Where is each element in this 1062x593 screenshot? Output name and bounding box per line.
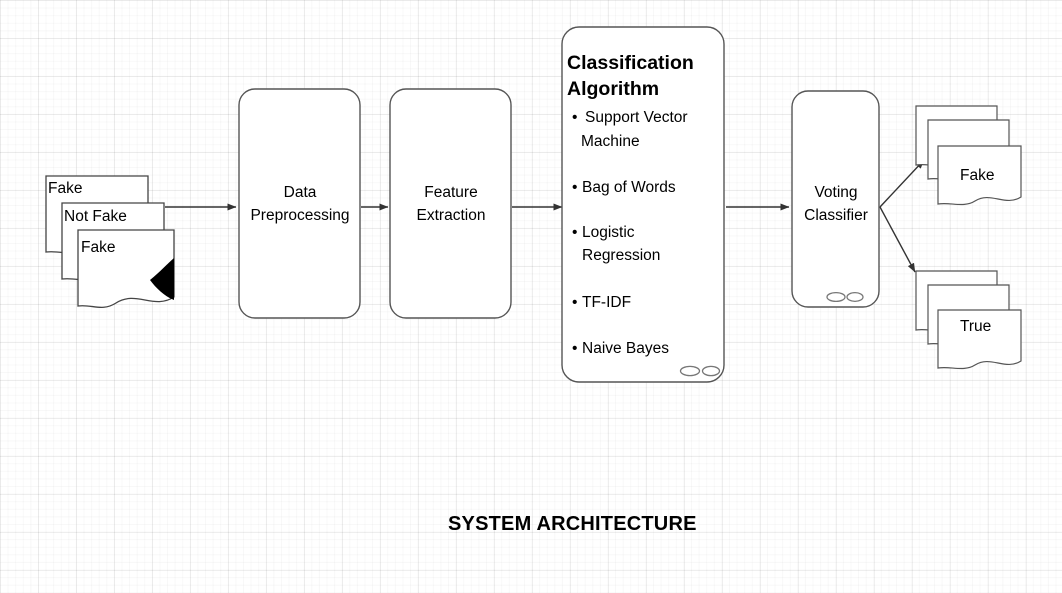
input-document-label-2: Fake	[81, 239, 116, 256]
output-stack-fake	[915, 105, 1022, 206]
classification-bullet-0: •	[572, 109, 578, 126]
input-document-label-0: Fake	[48, 180, 83, 197]
box-label-feature-extraction-line1: Feature	[424, 184, 478, 201]
arrow-voting-to-output-fake	[879, 159, 925, 208]
input-document-front	[77, 229, 175, 309]
box-feature-extraction	[389, 88, 512, 319]
diagram-title: SYSTEM ARCHITECTURE	[448, 513, 697, 535]
classification-bullet-4: •	[572, 340, 578, 357]
chain-link-icon-classification	[679, 365, 721, 377]
classification-title-line1: Classification	[567, 52, 694, 74]
box-label-feature-extraction-line2: Extraction	[416, 207, 486, 224]
output-label-fake: Fake	[960, 167, 995, 184]
box-voting-classifier	[791, 90, 880, 308]
document-corner-wedge	[150, 258, 174, 300]
classification-bullet-1: •	[572, 179, 578, 196]
box-label-voting-classifier-line1: Voting	[814, 184, 858, 201]
box-classification-algorithm	[561, 26, 725, 383]
classification-item-0-line2: Machine	[581, 133, 640, 150]
output-label-true: True	[960, 318, 992, 335]
chain-link-icon-voting	[826, 291, 864, 303]
box-data-preprocessing	[238, 88, 361, 319]
classification-bullet-2: •	[572, 224, 578, 241]
classification-item-2-line1: Logistic	[582, 224, 635, 241]
classification-item-0-line1: Support Vector	[585, 109, 688, 126]
box-label-voting-classifier-line2: Classifier	[804, 207, 868, 224]
classification-item-2-line2: Regression	[582, 247, 661, 264]
output-stack-true	[915, 270, 1022, 370]
box-label-data-preprocessing-line2: Preprocessing	[250, 207, 350, 224]
classification-title-line2: Algorithm	[567, 78, 660, 100]
classification-item-3-line1: TF-IDF	[582, 294, 632, 311]
box-label-data-preprocessing-line1: Data	[283, 184, 317, 201]
classification-item-4-line1: Naive Bayes	[582, 340, 670, 357]
arrow-voting-to-output-true	[879, 206, 916, 273]
input-document-label-1: Not Fake	[64, 208, 127, 225]
classification-bullet-3: •	[572, 294, 578, 311]
classification-item-1-line1: Bag of Words	[582, 179, 676, 196]
